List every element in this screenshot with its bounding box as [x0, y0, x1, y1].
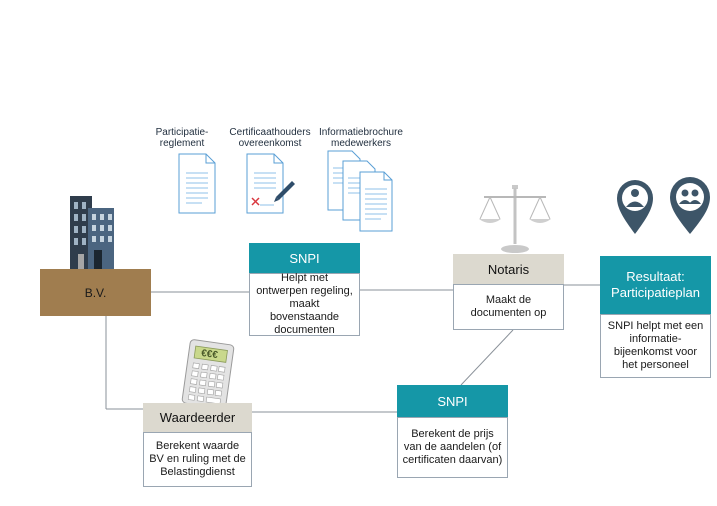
group-pin-icon — [670, 177, 710, 234]
calculator-icon — [181, 339, 235, 409]
snpi-top-title: SNPI — [249, 243, 360, 273]
line-snpi-notaris-diag — [460, 329, 514, 386]
document-label-participatiereglement: Participatie- reglement — [155, 127, 209, 149]
document-label-informatiebrochure: Informatiebrochure medewerkers — [319, 127, 403, 149]
notaris-body: Maakt de documenten op — [453, 284, 564, 330]
person-pin-icon — [617, 180, 653, 234]
resultaat-title: Resultaat: Participatieplan — [600, 256, 711, 314]
snpi-top-body: Helpt met ontwerpen regeling, maakt bove… — [249, 272, 360, 336]
resultaat-body: SNPI helpt met een informatie-bijeenkoms… — [600, 314, 711, 378]
document-icon — [178, 153, 216, 214]
scales-icon — [479, 185, 551, 253]
document-stack-icon — [327, 150, 393, 232]
buildings-icon — [70, 196, 114, 270]
notaris-title: Notaris — [453, 254, 564, 284]
bv-label: B.V. — [84, 285, 107, 300]
snpi-bottom-title: SNPI — [397, 385, 508, 417]
waardeerder-body: Berekent waarde BV en ruling met de Bela… — [143, 432, 252, 487]
document-label-certificaathouders: Certificaathouders overeenkomst — [229, 127, 311, 149]
waardeerder-title: Waardeerder — [143, 403, 252, 432]
bv-box: B.V. — [40, 269, 151, 316]
snpi-bottom-body: Berekent de prijs van de aandelen (of ce… — [397, 417, 508, 478]
signed-document-icon — [246, 153, 295, 214]
